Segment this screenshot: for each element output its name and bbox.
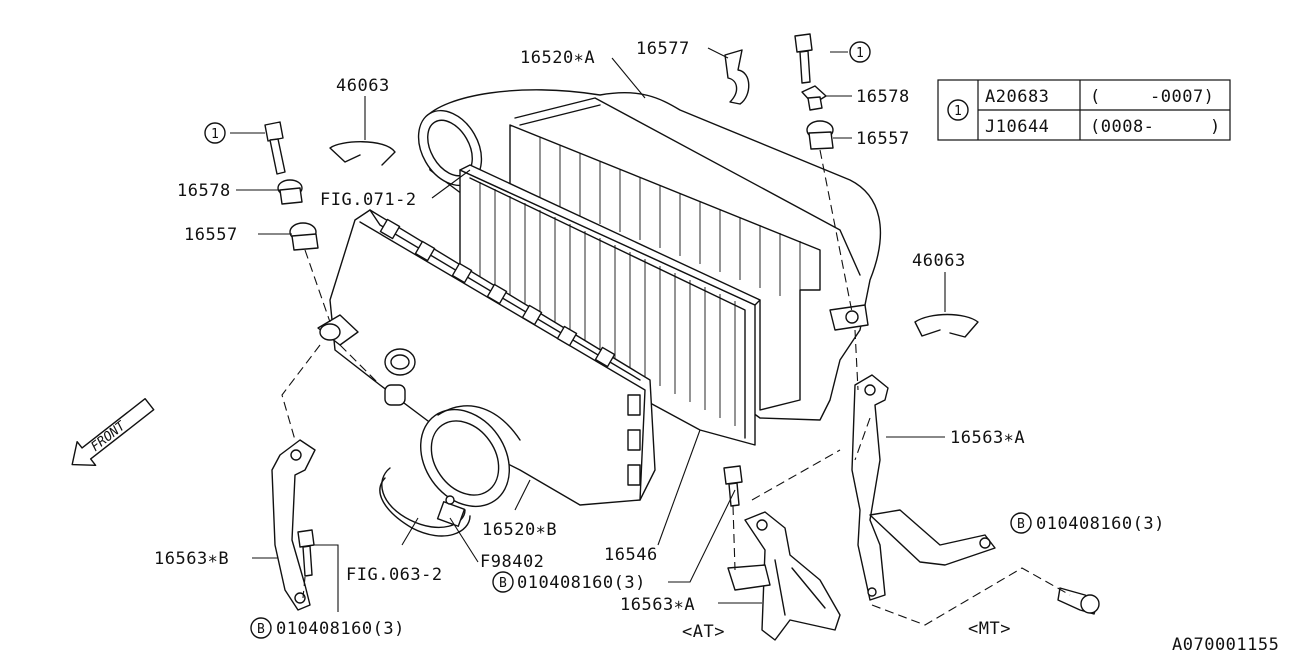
label-46063-left: 46063 xyxy=(336,76,390,96)
label-16557-left: 16557 xyxy=(184,225,238,245)
front-arrow: FRONT xyxy=(71,398,155,466)
grommet-16557-left xyxy=(289,222,319,251)
label-46063-right: 46063 xyxy=(912,251,966,271)
front-label: FRONT xyxy=(88,418,129,455)
grommet-16557-right xyxy=(806,120,834,150)
air-filter-element-16546 xyxy=(459,164,761,446)
label-bolt-lower-left: 010408160(3) xyxy=(276,619,405,639)
label-16577: 16577 xyxy=(636,39,690,59)
label-at: <AT> xyxy=(682,622,725,642)
callout-b-center: B xyxy=(492,571,514,593)
label-16557-right: 16557 xyxy=(856,129,910,149)
svg-text:B: B xyxy=(499,576,507,591)
table-ref: 1 xyxy=(954,104,962,119)
label-fig071: FIG.071-2 xyxy=(320,190,417,210)
callout-b-right: B xyxy=(1010,512,1032,534)
label-16563a-upper: 16563∗A xyxy=(950,428,1025,448)
callout-1-right: 1 xyxy=(849,41,871,63)
table-row-2-open: (0008- xyxy=(1090,117,1154,137)
svg-text:B: B xyxy=(257,622,265,637)
label-16546: 16546 xyxy=(604,545,658,565)
label-bolt-center: 010408160(3) xyxy=(517,573,646,593)
label-16578-left: 16578 xyxy=(177,181,231,201)
label-bolt-right: 010408160(3) xyxy=(1036,514,1165,534)
table-row-1-range: -0007) xyxy=(1150,87,1214,107)
lower-case-16520b xyxy=(317,209,656,508)
label-16520a: 16520∗A xyxy=(520,48,595,68)
svg-text:1: 1 xyxy=(856,46,864,61)
callout-b-lower-left: B xyxy=(250,617,272,639)
table-row-1-part: A20683 xyxy=(985,87,1049,107)
label-16563b: 16563∗B xyxy=(154,549,229,569)
clip-16577 xyxy=(724,49,750,105)
washer-16578-left xyxy=(277,179,303,205)
table-row-1-open: ( xyxy=(1090,87,1101,107)
svg-text:B: B xyxy=(1017,517,1025,532)
label-16563a-lower: 16563∗A xyxy=(620,595,695,615)
table-row-2-range: ) xyxy=(1210,117,1221,137)
washer-16578-right xyxy=(801,85,827,111)
label-f98402: F98402 xyxy=(480,552,544,572)
bolt-right-top xyxy=(794,33,813,84)
label-fig063: FIG.063-2 xyxy=(346,565,443,585)
label-16578-right: 16578 xyxy=(856,87,910,107)
diagram-id: A070001155 xyxy=(1172,635,1279,653)
reference-table: 1 A20683 ( -0007) J10644 (0008- ) xyxy=(937,79,1231,141)
bracket-16563a-mt xyxy=(851,374,996,601)
svg-text:1: 1 xyxy=(211,127,219,142)
label-16520b: 16520∗B xyxy=(482,520,557,540)
assembly-lines xyxy=(281,149,1071,626)
label-mt: <MT> xyxy=(968,619,1011,639)
clip-46063-left xyxy=(329,141,396,166)
leader-lines xyxy=(230,47,946,612)
bolt-center xyxy=(723,465,743,507)
bolt-left-top xyxy=(264,121,286,175)
bolt-right xyxy=(1057,587,1100,615)
callout-1-left: 1 xyxy=(204,122,226,144)
table-row-2-part: J10644 xyxy=(985,117,1049,137)
clip-46063-right xyxy=(914,313,979,338)
bracket-16563b xyxy=(271,439,316,611)
bracket-16563a-at xyxy=(727,511,841,641)
